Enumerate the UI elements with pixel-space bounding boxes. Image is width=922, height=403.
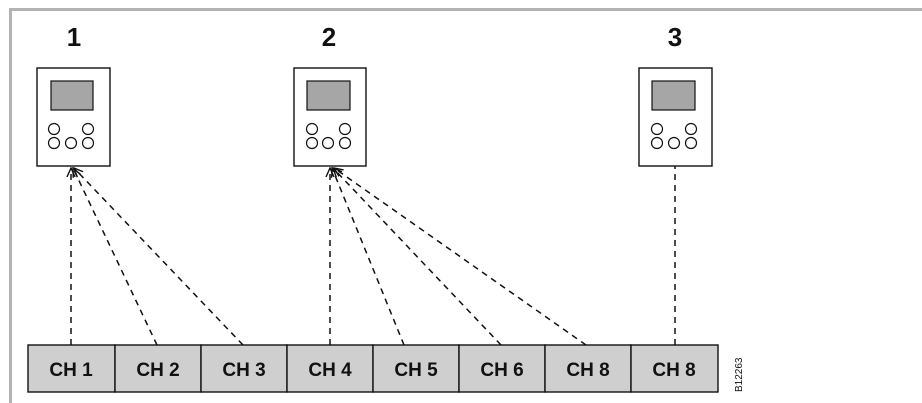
link-ch6-device2 <box>333 168 502 346</box>
channel-label-2: CH 2 <box>136 360 179 381</box>
link-ch8a-device2 <box>334 168 587 346</box>
channel-label-4: CH 4 <box>308 360 352 381</box>
channel-cell-3 <box>200 344 288 393</box>
device-3-icon <box>638 67 713 167</box>
channel-strip: CH 1 CH 2 CH 3 CH 4 CH 5 CH 6 CH 8 CH 8 <box>27 344 719 393</box>
frame-top-border <box>10 8 922 11</box>
channel-label-6: CH 6 <box>480 360 523 381</box>
link-ch3-device1 <box>74 168 244 346</box>
channel-label-7: CH 8 <box>566 360 609 381</box>
channel-cell-6 <box>458 344 546 393</box>
channel-label-5: CH 5 <box>394 360 438 381</box>
device-number-1: 1 <box>67 22 81 52</box>
link-ch2-device1 <box>73 168 158 346</box>
channel-label-8: CH 8 <box>652 360 695 381</box>
device-2-icon <box>293 67 367 167</box>
device-1-icon <box>36 67 111 167</box>
device-number-2: 2 <box>322 22 336 52</box>
channel-cell-5 <box>372 344 460 393</box>
channel-label-1: CH 1 <box>49 360 93 381</box>
device-number-3: 3 <box>668 22 682 52</box>
frame-left-border <box>9 8 12 403</box>
channel-cell-8 <box>630 344 719 393</box>
assignment-lines <box>71 166 676 346</box>
reference-code: B12263 <box>734 357 745 392</box>
channel-label-3: CH 3 <box>222 360 265 381</box>
channel-cell-4 <box>286 344 374 393</box>
link-ch5-device2 <box>332 168 405 346</box>
channel-cell-1 <box>27 344 116 393</box>
